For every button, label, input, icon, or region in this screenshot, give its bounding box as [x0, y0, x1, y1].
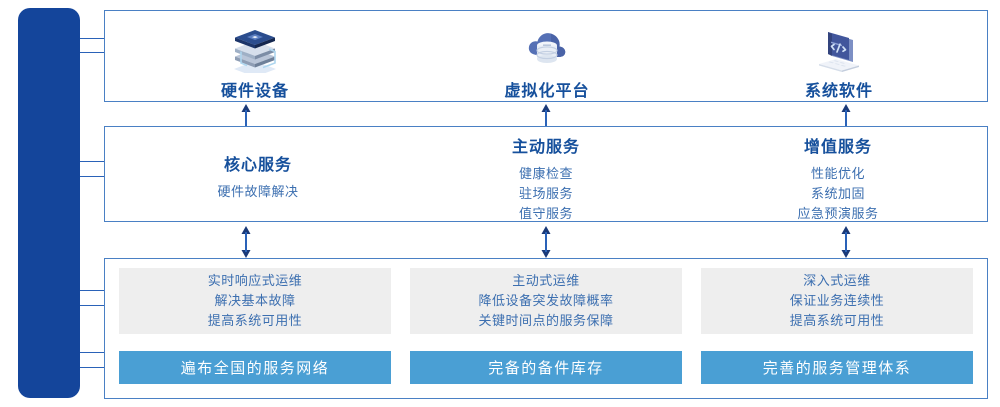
- arrow-up-icon: [840, 104, 852, 131]
- product-content-card-proactive[interactable]: 主动服务 健康检查 驻场服务 值守服务: [416, 133, 676, 224]
- connector-line: [80, 161, 106, 162]
- arrow-up-down-icon: [240, 226, 252, 263]
- arrow-up-down-icon: [540, 226, 552, 263]
- product-content-item: 系统加固: [810, 186, 865, 201]
- tech-direction-title: 系统软件: [804, 83, 873, 100]
- positioning-item: 保证业务连续性: [789, 293, 885, 308]
- connector-line: [80, 290, 106, 291]
- product-content-item: 硬件故障解决: [217, 184, 299, 199]
- connector-line: [80, 38, 106, 39]
- positioning-item: 提高系统可用性: [207, 313, 303, 328]
- connector-line: [80, 176, 106, 177]
- positioning-item: 提高系统可用性: [789, 313, 885, 328]
- positioning-card-realtime[interactable]: 实时响应式运维 解决基本故障 提高系统可用性: [119, 268, 391, 334]
- product-content-title: 增值服务: [803, 139, 872, 156]
- product-content-card-core[interactable]: 核心服务 硬件故障解决: [128, 151, 388, 202]
- positioning-item: 实时响应式运维: [207, 273, 303, 288]
- positioning-card-proactive[interactable]: 主动式运维 降低设备突发故障概率 关键时间点的服务保障: [410, 268, 682, 334]
- advantage-bar-spare-parts[interactable]: 完备的备件库存: [410, 351, 682, 384]
- product-content-item: 驻场服务: [518, 186, 573, 201]
- connector-line: [80, 352, 106, 353]
- server-stack-icon: [155, 19, 355, 75]
- product-content-section: 核心服务 硬件故障解决 主动服务 健康检查 驻场服务 值守服务 增值服务 性能优…: [104, 126, 988, 222]
- tech-direction-card-hardware[interactable]: 硬件设备: [155, 19, 355, 101]
- arrow-up-icon: [540, 104, 552, 131]
- laptop-code-icon: [739, 19, 939, 75]
- tech-direction-card-software[interactable]: 系统软件: [739, 19, 939, 101]
- product-content-item: 性能优化: [810, 166, 865, 181]
- positioning-item: 关键时间点的服务保障: [478, 313, 614, 328]
- tech-direction-title: 硬件设备: [220, 83, 289, 100]
- advantage-bar-management[interactable]: 完善的服务管理体系: [701, 351, 973, 384]
- product-content-title: 主动服务: [511, 139, 580, 156]
- category-rail: [18, 8, 80, 398]
- connector-line: [80, 305, 106, 306]
- positioning-item: 深入式运维: [803, 273, 871, 288]
- product-content-item: 健康检查: [518, 166, 573, 181]
- product-content-item: 应急预演服务: [797, 206, 879, 221]
- positioning-item: 降低设备突发故障概率: [478, 293, 614, 308]
- arrow-up-down-icon: [840, 226, 852, 263]
- product-content-title: 核心服务: [223, 157, 292, 174]
- product-content-card-valueadd[interactable]: 增值服务 性能优化 系统加固 应急预演服务: [708, 133, 968, 224]
- connector-line: [80, 52, 106, 53]
- tech-direction-section: 硬件设备 虚拟化平台: [104, 10, 988, 102]
- positioning-card-deep[interactable]: 深入式运维 保证业务连续性 提高系统可用性: [701, 268, 973, 334]
- tech-direction-title: 虚拟化平台: [504, 83, 590, 100]
- cloud-database-icon: [447, 19, 647, 75]
- tech-direction-card-virtualization[interactable]: 虚拟化平台: [447, 19, 647, 101]
- positioning-advantage-section: 实时响应式运维 解决基本故障 提高系统可用性 主动式运维 降低设备突发故障概率 …: [104, 258, 988, 399]
- advantage-bar-network[interactable]: 遍布全国的服务网络: [119, 351, 391, 384]
- positioning-item: 解决基本故障: [214, 293, 296, 308]
- connector-line: [80, 367, 106, 368]
- positioning-item: 主动式运维: [512, 273, 580, 288]
- product-content-item: 值守服务: [518, 206, 573, 221]
- arrow-up-icon: [240, 104, 252, 131]
